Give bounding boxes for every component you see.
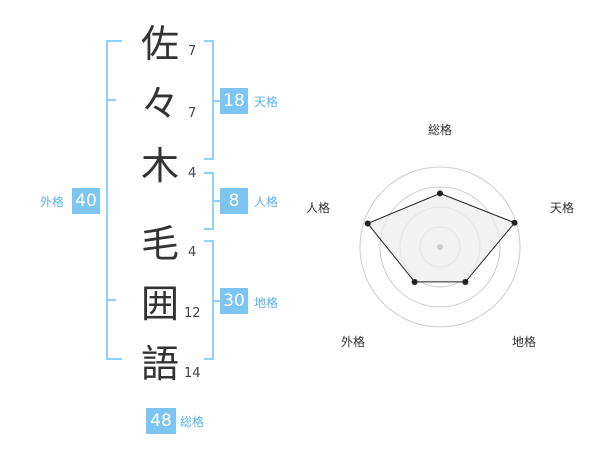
radar-series-polygon bbox=[366, 192, 516, 283]
soukaku-value-box: 48 bbox=[146, 408, 176, 434]
radar-axis-label-gaikaku: 外格 bbox=[341, 335, 366, 349]
name-char-6: 語 bbox=[140, 342, 179, 386]
radar-center-dot bbox=[437, 244, 443, 250]
gaikaku-bracket-bottom bbox=[106, 358, 122, 360]
stroke-count-4: 4 bbox=[188, 245, 197, 260]
radar-axis-label-soukaku: 総格 bbox=[428, 123, 453, 137]
jinkaku-bracket-bottom bbox=[204, 228, 214, 230]
radar-point-2 bbox=[511, 219, 518, 226]
radar-point-1 bbox=[437, 190, 443, 197]
name-char-4: 毛 bbox=[140, 222, 179, 266]
gaikaku-value-box: 40 bbox=[72, 188, 100, 214]
chikaku-value-box: 30 bbox=[220, 288, 248, 314]
gaikaku-bracket-vertical bbox=[106, 40, 108, 360]
soukaku-label: 総格 bbox=[180, 415, 205, 429]
stroke-count-1: 7 bbox=[188, 44, 197, 59]
jinkaku-bracket-connector bbox=[212, 200, 222, 202]
chikaku-bracket-top bbox=[204, 240, 214, 242]
stroke-count-6: 14 bbox=[184, 366, 201, 381]
jinkaku-label: 人格 bbox=[254, 195, 279, 209]
name-char-1: 佐 bbox=[140, 22, 179, 66]
chikaku-bracket-bottom bbox=[204, 358, 214, 360]
gaikaku-bracket-tick-2 bbox=[106, 99, 116, 101]
stroke-count-3: 4 bbox=[188, 166, 197, 181]
radar-axis-label-chikaku: 地格 bbox=[512, 335, 537, 349]
radar-ring-3 bbox=[379, 186, 501, 308]
tenkaku-value-box: 18 bbox=[220, 88, 248, 114]
radar-point-3 bbox=[462, 278, 469, 285]
gaikaku-bracket-top bbox=[106, 40, 122, 42]
chikaku-bracket-connector bbox=[212, 300, 222, 302]
stroke-count-5: 12 bbox=[184, 306, 201, 321]
gaikaku-label: 外格 bbox=[40, 195, 65, 209]
radar-point-5 bbox=[364, 220, 371, 227]
radar-ring-4 bbox=[359, 166, 521, 328]
name-char-5: 囲 bbox=[140, 282, 179, 326]
name-char-2: 々 bbox=[140, 82, 179, 126]
gaikaku-bracket-tick-3 bbox=[106, 299, 116, 301]
tenkaku-bracket-bottom bbox=[204, 158, 214, 160]
tenkaku-bracket-top bbox=[204, 40, 214, 42]
chikaku-label: 地格 bbox=[254, 296, 279, 310]
name-char-3: 木 bbox=[140, 144, 179, 188]
radar-point-4 bbox=[411, 278, 418, 285]
radar-axis-label-jinkaku: 人格 bbox=[306, 201, 331, 215]
stroke-count-2: 7 bbox=[188, 106, 197, 121]
jinkaku-value-box: 8 bbox=[220, 188, 248, 214]
radar-axis-label-tenkaku: 天格 bbox=[550, 201, 575, 215]
tenkaku-bracket-connector bbox=[212, 100, 222, 102]
tenkaku-label: 天格 bbox=[254, 95, 279, 109]
jinkaku-bracket-top bbox=[204, 172, 214, 174]
